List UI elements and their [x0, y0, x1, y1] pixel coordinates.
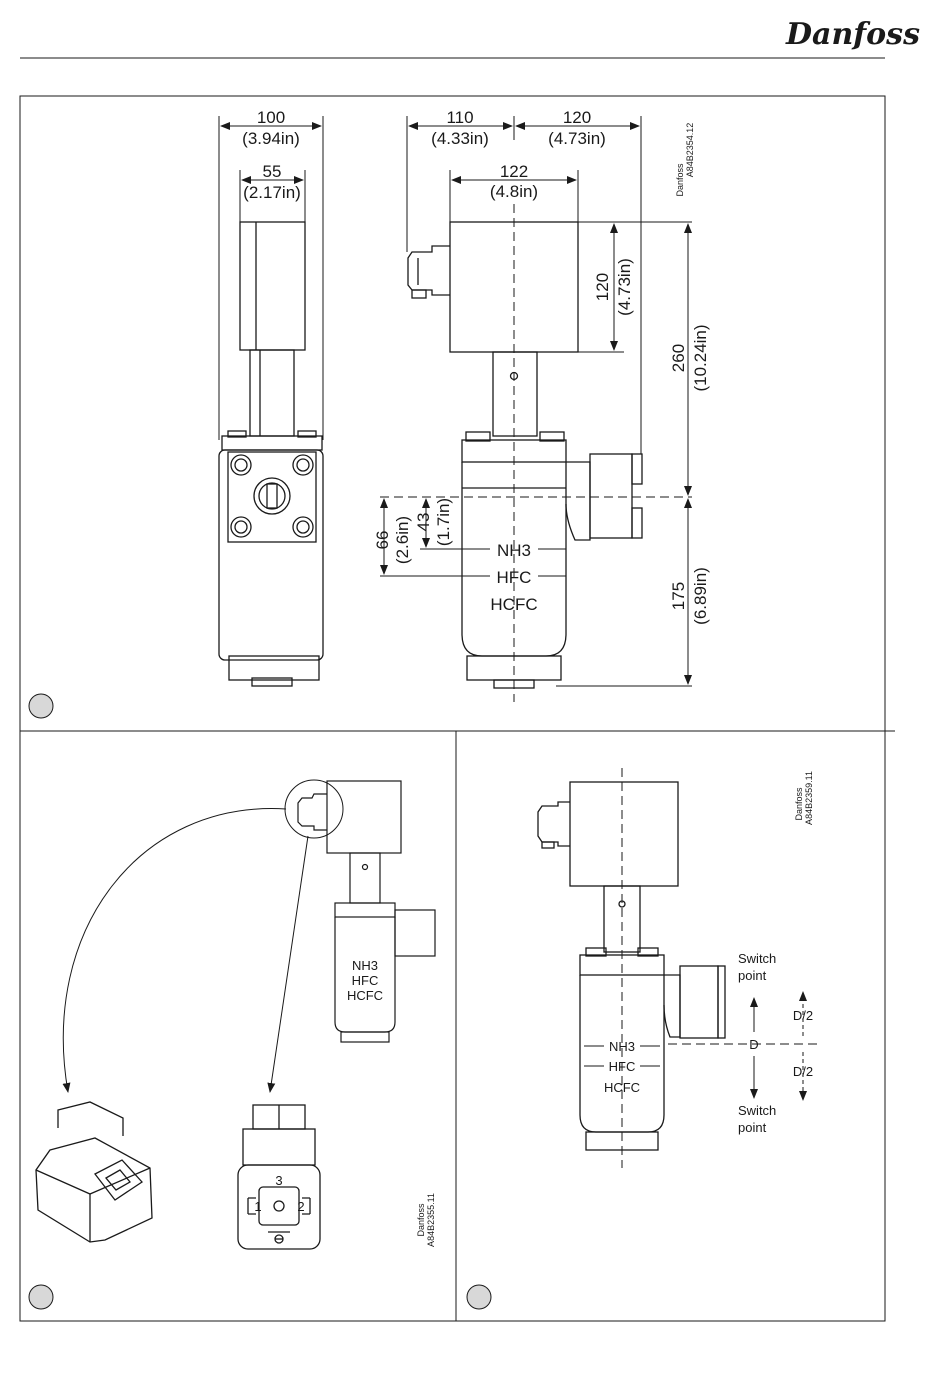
label-d-half-top: D/2: [793, 1008, 813, 1023]
leader-arrow-left: [63, 809, 286, 1092]
panel-marker-circle: [29, 1285, 53, 1309]
label-nh3: NH3: [352, 958, 378, 973]
label-hfc: HFC: [609, 1059, 636, 1074]
dim-260: 260: [669, 344, 688, 372]
dim-122: 122: [500, 162, 528, 181]
leader-arrow-right: [270, 836, 308, 1092]
dim-260-in: (10.24in): [691, 324, 710, 391]
drawing-code-2: A84B2355.11: [426, 1193, 436, 1247]
dim-110: 110: [446, 108, 473, 127]
dim-43: 43: [414, 513, 433, 532]
panel-dimensions: 100 (3.94in) 55 (2.17in): [29, 108, 710, 718]
switch-bottom-line1: Switch: [738, 1103, 776, 1118]
dim-55: 55: [263, 162, 282, 181]
outer-frame: [20, 96, 885, 1321]
dim-43-in: (1.7in): [434, 498, 453, 546]
dim-120-h: 120: [593, 273, 612, 301]
pin-2: 2: [297, 1199, 304, 1214]
side-body: [219, 450, 323, 660]
dim-55-in: (2.17in): [243, 183, 301, 202]
side-coil: [240, 222, 305, 350]
brand-logo: Danfoss: [785, 17, 920, 52]
dim-175: 175: [669, 582, 688, 610]
dim-66-in: (2.6in): [393, 516, 412, 564]
label-d-half-bottom: D/2: [793, 1064, 813, 1079]
dim-122-in: (4.8in): [490, 182, 538, 201]
dim-120-h-in: (4.73in): [615, 258, 634, 316]
label-hfc: HFC: [352, 973, 379, 988]
dim-110-in: (4.33in): [431, 129, 489, 148]
label-hcfc: HCFC: [604, 1080, 640, 1095]
switch-top-line1: Switch: [738, 951, 776, 966]
label-hcfc: HCFC: [490, 595, 537, 614]
dim-120-w: 120: [563, 108, 591, 127]
label-hcfc: HCFC: [347, 988, 383, 1003]
switch-bottom-line2: point: [738, 1120, 767, 1135]
drawing-code-1: A84B2354.12: [685, 123, 695, 178]
drawing-code-1-brand: Danfoss: [675, 163, 685, 197]
label-nh3: NH3: [497, 541, 531, 560]
front-side-port: [566, 462, 590, 540]
pin-3: 3: [275, 1173, 282, 1188]
panel-marker-circle: [467, 1285, 491, 1309]
panel-marker-circle: [29, 694, 53, 718]
dim-66: 66: [373, 531, 392, 550]
front-connector: [408, 246, 450, 295]
side-view: [219, 222, 323, 686]
drawing-code-2-brand: Danfoss: [416, 1203, 426, 1237]
switch-top-line2: point: [738, 968, 767, 983]
connector-iso: [36, 1102, 152, 1242]
dim-120-w-in: (4.73in): [548, 129, 606, 148]
pin-1: 1: [254, 1199, 261, 1214]
dim-100-in: (3.94in): [242, 129, 300, 148]
side-stem: [250, 350, 294, 436]
label-hfc: HFC: [497, 568, 532, 587]
dim-175-in: (6.89in): [691, 567, 710, 625]
drawing-code-3: A84B2359.11: [804, 771, 814, 825]
label-nh3: NH3: [609, 1039, 635, 1054]
panel-connector: NH3 HFC HCFC 1 2 3: [29, 780, 436, 1309]
dim-100: 100: [257, 108, 285, 127]
panel-switch-point: NH3 HFC HCFC Switch point Switch point D…: [467, 768, 820, 1309]
front-stem: [493, 352, 537, 436]
label-d: D: [749, 1037, 758, 1052]
drawing-code-3-brand: Danfoss: [794, 787, 804, 821]
